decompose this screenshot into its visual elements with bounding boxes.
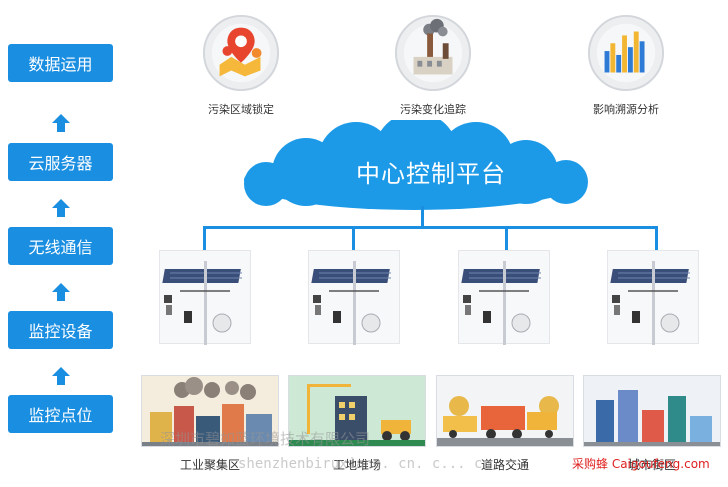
factory-smoke-icon — [394, 14, 472, 92]
up-arrow-icon — [52, 283, 70, 301]
up-arrow-icon — [52, 199, 70, 217]
analysis-pollution-area: 污染区域锁定 — [186, 14, 296, 117]
scene-label: 道路交通 — [480, 458, 529, 472]
stage-wireless: 无线通信 — [8, 227, 113, 265]
cloud-shape — [244, 120, 588, 210]
connector-line — [421, 206, 424, 228]
monitoring-station-icon — [162, 261, 242, 345]
scene-label: 工业聚集区 — [179, 458, 240, 472]
scene-city-block — [583, 375, 721, 447]
stage-label: 监控设备 — [28, 322, 93, 341]
connector-line — [203, 226, 206, 250]
connector-line — [352, 226, 355, 250]
construction-site-illustration — [289, 376, 425, 446]
scene-label: 城市街区 — [627, 458, 676, 472]
stage-monitoring-point: 监控点位 — [8, 395, 113, 433]
scene-label: 工地堆场 — [332, 458, 381, 472]
bar-chart-icon — [587, 14, 665, 92]
analysis-source-analysis: 影响溯源分析 — [571, 14, 681, 117]
site-watermark: shenzhenbiruxiang. cn. c... cn — [238, 456, 491, 472]
scene-industrial — [141, 375, 279, 447]
analysis-label: 污染区域锁定 — [208, 103, 274, 116]
road-traffic-illustration — [437, 396, 573, 446]
company-watermark: 深圳市碧如蓝环境技术有限公司 — [160, 430, 371, 448]
stage-label: 监控点位 — [28, 406, 93, 425]
analysis-label: 影响溯源分析 — [593, 103, 659, 116]
monitoring-station-icon — [311, 261, 391, 345]
monitoring-station — [308, 250, 400, 345]
monitoring-station — [607, 250, 699, 345]
location-pin-icon — [202, 14, 280, 92]
monitoring-station-icon — [461, 261, 541, 345]
stage-data-usage: 数据运用 — [8, 44, 113, 82]
stage-label: 无线通信 — [28, 238, 93, 257]
monitoring-station — [159, 250, 251, 345]
connector-line — [655, 226, 658, 250]
connector-line — [203, 226, 658, 229]
up-arrow-icon — [52, 367, 70, 385]
scene-road-traffic — [436, 375, 574, 447]
center-platform-title: 中心控制平台 — [356, 160, 506, 188]
analysis-label: 污染变化追踪 — [400, 103, 466, 116]
brand-watermark: 采购蜂 Caigoufeng.com — [572, 457, 710, 471]
industrial-zone-illustration — [142, 377, 278, 446]
city-block-illustration — [584, 390, 720, 446]
stage-label: 云服务器 — [28, 154, 93, 173]
connector-line — [505, 226, 508, 250]
monitoring-station — [458, 250, 550, 345]
stage-cloud-server: 云服务器 — [8, 143, 113, 181]
scene-construction — [288, 375, 426, 447]
analysis-pollution-tracking: 污染变化追踪 — [378, 14, 488, 117]
up-arrow-icon — [52, 114, 70, 132]
stage-label: 数据运用 — [28, 55, 93, 74]
stage-monitoring-device: 监控设备 — [8, 311, 113, 349]
monitoring-station-icon — [610, 261, 690, 345]
